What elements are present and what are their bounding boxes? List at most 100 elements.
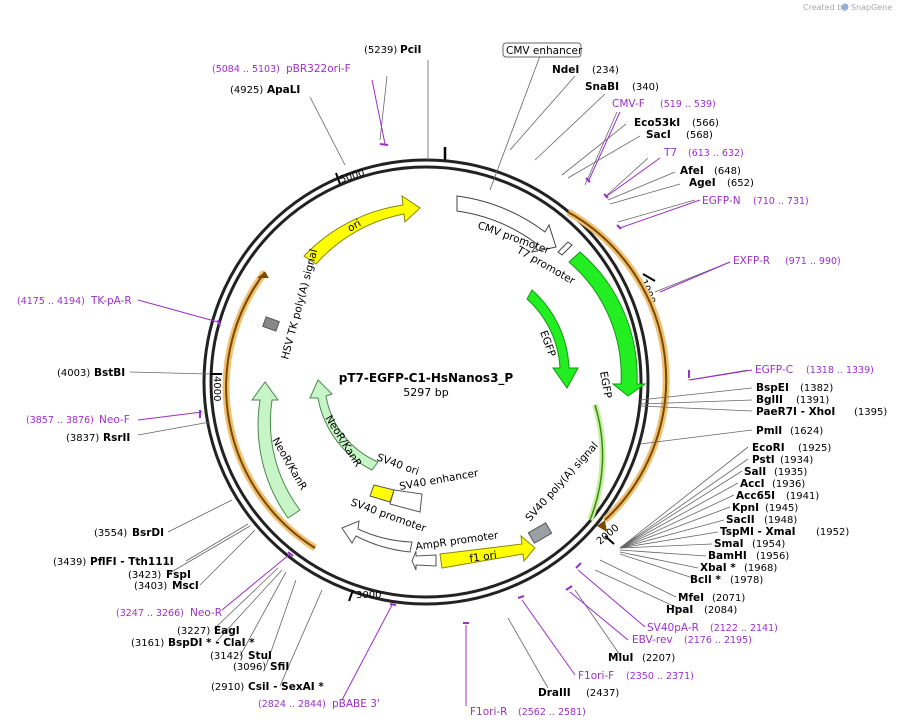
enzyme-pos-fspi: (3423) (128, 570, 161, 581)
enzyme-pos-pcii: (5239) (364, 45, 397, 56)
enzyme-kpni: KpnI (732, 502, 759, 514)
feature-t7-promoter (557, 241, 573, 256)
enzyme-pos-eco53ki: (566) (692, 118, 719, 129)
primer-neo-f: Neo-F (99, 414, 130, 426)
primer-ebv-rev: EBV-rev (632, 634, 673, 646)
enzyme-bspei: BspEI (756, 382, 789, 394)
tick-3000 (348, 589, 354, 602)
primer-range-neo-f: (3857 .. 3876) (26, 415, 94, 426)
tick-label-5000: 5000 (339, 168, 367, 186)
enzyme-pos-eagi: (3227) (177, 626, 210, 637)
enzyme-pos-bcli: (1978) (730, 575, 763, 586)
enzyme-pos-bspei: (1382) (800, 383, 833, 394)
enzyme-pos-smai: (1954) (752, 539, 785, 550)
enzyme-mfei: MfeI (678, 592, 704, 604)
plasmid-name: pT7-EGFP-C1-HsNanos3_P (339, 371, 514, 386)
enzyme-pos-mlui: (2207) (642, 653, 675, 664)
feature-sv40-polya-box (527, 522, 553, 544)
primer-range-f1ori-r: (2562 .. 2581) (518, 707, 586, 718)
enzyme-pos-pflfi: (3439) (53, 557, 86, 568)
enzyme-pos-stui: (3142) (210, 651, 243, 662)
enzyme-pos-sacii: (1948) (764, 515, 797, 526)
enzyme-pos-xbai: (1968) (744, 563, 777, 574)
cmv-enhancer-box (502, 42, 582, 58)
orf-arc-egfp-core (567, 211, 668, 521)
enzyme-apali: ApaLI (267, 84, 300, 96)
orf-arrow-egfp (597, 520, 607, 532)
feature-sv40-enhancer (389, 489, 423, 513)
enzyme-pmli: PmlI (756, 425, 782, 437)
enzyme-pos-bamhi: (1956) (756, 551, 789, 562)
primer-range-egfp-c: (1318 .. 1339) (806, 365, 874, 376)
feature-ori (303, 194, 421, 265)
feature-f1-ori (439, 534, 536, 569)
feature-label-f1-ori: f1 ori (469, 549, 498, 565)
feature-egfp-outer-arrow (568, 251, 647, 397)
enzyme-msci: MscI (172, 580, 199, 592)
primer-range-neo-r: (3247 .. 3266) (116, 608, 184, 619)
enzyme-pos-bspdi: (3161) (131, 638, 164, 649)
primer-range-pbr322: (5084 .. 5103) (212, 64, 280, 75)
enzyme-pos-kpni: (1945) (765, 503, 798, 514)
feature-egfp-cds-line (589, 404, 604, 521)
enzyme-eagi: EagI (214, 625, 240, 637)
enzyme-bamhi: BamHI (708, 550, 747, 562)
enzyme-pos-hpai: (2084) (704, 605, 737, 616)
snapgene-logo-icon (841, 3, 849, 11)
feature-hsv-tk-box (262, 316, 280, 332)
primer-cmv-f: CMV-F (612, 98, 645, 110)
enzyme-pos-snabi: (340) (632, 82, 659, 93)
enzyme-pos-sfii: (3096) (233, 662, 266, 673)
enzyme-afei: AfeI (680, 165, 704, 177)
feature-label-ori: ori (346, 217, 364, 234)
enzyme-pos-agei: (652) (727, 178, 754, 189)
primer-leader-lines (137, 79, 753, 706)
enzyme-psti: PstI (752, 454, 775, 466)
primer-marks (199, 143, 690, 624)
feature-label-hsv-tk: HSV TK poly(A) signal (279, 248, 320, 361)
feature-label-neo-inner: NeoR/KanR (322, 413, 363, 469)
enzyme-rsrii: RsrII (103, 432, 130, 444)
primer-range-egfp-n: (710 .. 731) (753, 196, 809, 207)
feature-sv40-promoter (341, 520, 413, 553)
credit-brand: SnapGene (851, 3, 892, 12)
enzyme-snabi: SnaBI (585, 81, 619, 93)
leader-lines (129, 55, 753, 689)
enzyme-pos-saci: (568) (686, 130, 713, 141)
backbone-inner-ring (209, 165, 643, 599)
feature-label-sv40-ori: SV40 ori (375, 452, 421, 478)
enzyme-saci: SacI (646, 129, 671, 141)
enzyme-pos-afei: (648) (714, 166, 741, 177)
feature-label-sv40-polya: SV40 poly(A) signal (523, 440, 601, 524)
enzyme-pos-psti: (1934) (780, 455, 813, 466)
enzyme-pos-csii: (2910) (211, 682, 244, 693)
enzyme-pos-ndei: (234) (592, 65, 619, 76)
orf-arrow-neo (257, 272, 269, 278)
tick-5000 (335, 172, 341, 185)
primer-range-sv40pa-r: (2122 .. 2141) (710, 623, 778, 634)
backbone-outer-ring (202, 158, 650, 606)
enzyme-draiii: DraIII (538, 687, 571, 699)
enzyme-bcli: BclI * (690, 574, 721, 586)
enzyme-pos-bglii: (1391) (796, 395, 829, 406)
enzyme-pflfi-tth111i: PflFI - Tth111I (90, 556, 174, 568)
primer-range-pbabe: (2824 .. 2844) (258, 699, 326, 710)
feature-cmv-promoter (456, 195, 557, 253)
enzyme-bspdi-clai: BspDI * - ClaI * (168, 637, 255, 649)
primer-exfp-r: EXFP-R (733, 255, 770, 267)
enzyme-pos-apali: (4925) (230, 85, 263, 96)
primer-range-ebv-rev: (2176 .. 2195) (684, 635, 752, 646)
enzyme-smai: SmaI (714, 538, 744, 550)
feature-egfp-inner-arrow (526, 289, 579, 389)
credit-text: Created by (803, 3, 847, 12)
enzyme-tspmi-xmai: TspMI - XmaI (720, 526, 796, 538)
tick-2000 (604, 535, 615, 545)
feature-sv40-ori (369, 484, 395, 503)
enzyme-sali: SalI (744, 466, 766, 478)
enzyme-pos-paer7i-xhoi: (1395) (854, 407, 887, 418)
enzyme-agei: AgeI (689, 177, 716, 189)
enzyme-bglii: BglII (756, 394, 783, 406)
primer-range-t7: (613 .. 632) (688, 148, 744, 159)
